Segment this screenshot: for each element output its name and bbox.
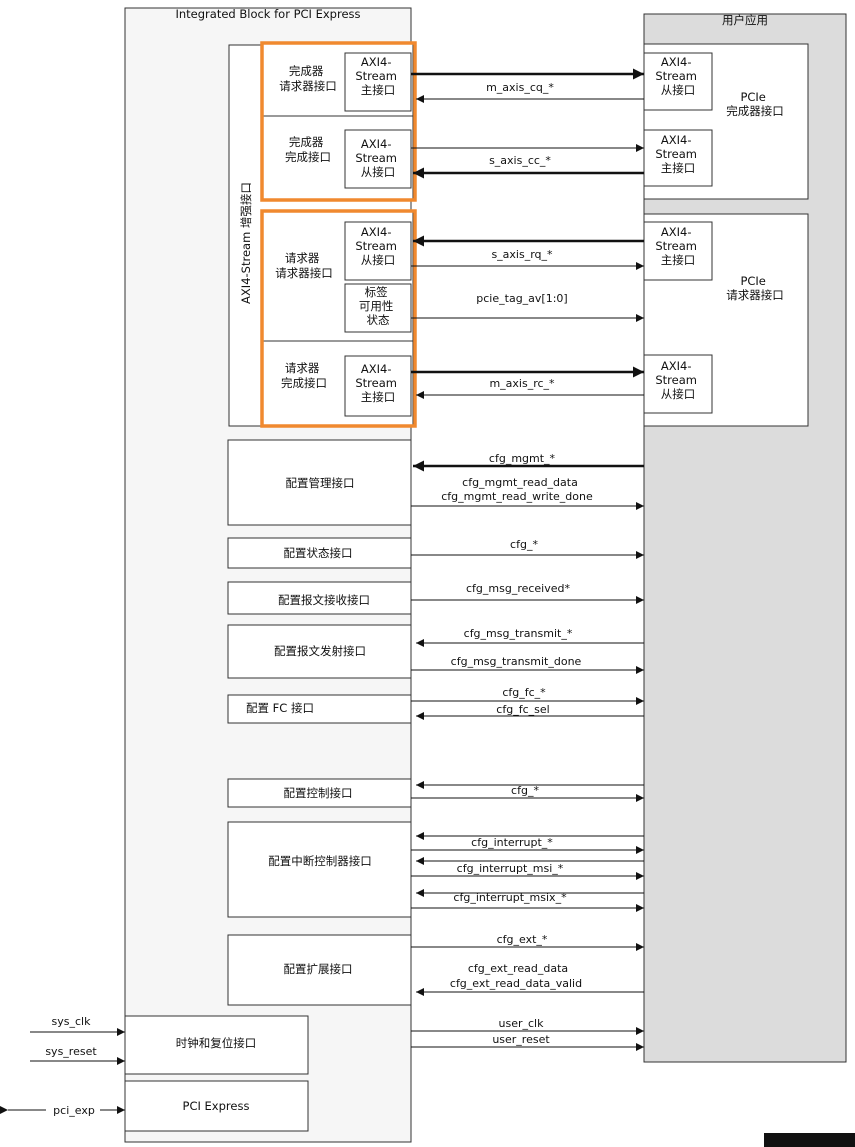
user-cc-axi-label: AXI4- Stream 主接口 (655, 133, 700, 175)
cfg-msg-send-block (227, 624, 412, 679)
user-cc-axi-master (643, 129, 713, 187)
corner-black-block (764, 1133, 855, 1147)
completer-highlight-frame (260, 41, 417, 202)
user-rc-axi-label: AXI4- Stream 从接口 (655, 359, 700, 401)
cfg-interrupt-label: 配置中断控制器接口 (268, 854, 372, 868)
cfg-mgmt-label: 配置管理接口 (286, 476, 355, 490)
user-cq-axi-label: AXI4- Stream 从接口 (655, 55, 700, 97)
requester-rq-axi-slave (344, 221, 412, 281)
cfg-interrupt-msix-label: cfg_interrupt_msix_* (453, 891, 567, 904)
cfg-ctrl-label: 配置控制接口 (284, 786, 353, 800)
m-axis-rc-label: m_axis_rc_* (489, 377, 555, 390)
completer-cq-axi-label: AXI4- Stream 主接口 (355, 55, 400, 97)
cfg-ext-read-data-label: cfg_ext_read_data (468, 962, 568, 975)
cfg-ext-read-data-valid-label: cfg_ext_read_data_valid (450, 977, 582, 990)
requester-rc-axi-label: AXI4- Stream 主接口 (355, 362, 400, 404)
cfg-msg-send-label: 配置报文发射接口 (274, 644, 366, 658)
requester-rc-axi-master (344, 355, 412, 417)
completer-cq-axi-master (344, 52, 412, 112)
cfg-fc-label: 配置 FC 接口 (246, 701, 314, 715)
cfg-interrupt-signal-label: cfg_interrupt_* (471, 836, 553, 849)
user-reset-label: user_reset (492, 1033, 550, 1046)
cfg-fc-signal-label: cfg_fc_* (502, 686, 546, 699)
cfg-msg-received-label: cfg_msg_received* (466, 582, 571, 595)
tag-availability-status-label: 标签 可用性 状态 (359, 285, 397, 327)
sys-clk-label: sys_clk (52, 1015, 92, 1028)
requester-completion-if-label: 请求器 完成接口 (281, 361, 327, 390)
user-cq-axi-slave (643, 52, 713, 111)
cfg-msg-recv-block (227, 581, 412, 615)
cfg-status-signal-label: cfg_* (510, 538, 538, 551)
cfg-mgmt-signal-label: cfg_mgmt_* (489, 452, 556, 465)
cfg-ctrl-signal-label: cfg_* (511, 784, 539, 797)
user-pcie-requester-label: PCIe 请求器接口 (726, 274, 784, 302)
user-pcie-completer-label: PCIe 完成器接口 (726, 90, 784, 118)
integrated-block-title: Integrated Block for PCI Express (175, 7, 360, 21)
completer-completion-if-label: 完成器 完成接口 (285, 135, 331, 164)
clock-reset-block (124, 1015, 309, 1075)
cfg-mgmt-read-data-label: cfg_mgmt_read_data (462, 476, 578, 489)
cfg-interrupt-msi-label: cfg_interrupt_msi_* (457, 862, 564, 875)
cfg-ext-label: 配置扩展接口 (284, 962, 353, 976)
pci-express-block (124, 1080, 309, 1132)
cfg-ext-block (227, 934, 412, 1006)
requester-rq-axi-label: AXI4- Stream 从接口 (355, 225, 400, 267)
cfg-ctrl-block (227, 778, 412, 808)
cfg-mgmt-block (227, 439, 412, 526)
user-rq-axi-label: AXI4- Stream 主接口 (655, 225, 700, 267)
cfg-status-block (227, 537, 412, 569)
cfg-mgmt-read-write-done-label: cfg_mgmt_read_write_done (441, 490, 593, 503)
cfg-status-label: 配置状态接口 (284, 546, 353, 560)
sys-reset-label: sys_reset (45, 1045, 97, 1058)
user-clk-label: user_clk (499, 1017, 545, 1030)
cfg-msg-transmit-label: cfg_msg_transmit_* (464, 627, 573, 640)
cfg-fc-sel-label: cfg_fc_sel (496, 703, 549, 716)
s-axis-rq-label: s_axis_rq_* (491, 248, 553, 261)
s-axis-cc-label: s_axis_cc_* (489, 154, 551, 167)
pci-express-label: PCI Express (183, 1099, 250, 1113)
completer-cc-axi-label: AXI4- Stream 从接口 (355, 137, 400, 179)
m-axis-cq-label: m_axis_cq_* (486, 81, 554, 94)
pci-exp-label: pci_exp (53, 1104, 95, 1117)
tag-availability-status (344, 283, 412, 333)
user-rq-axi-master (643, 221, 713, 281)
completer-requester-if-label: 完成器 请求器接口 (279, 64, 337, 93)
cfg-fc-block (227, 694, 412, 724)
completer-cc-axi-slave (344, 129, 412, 189)
clock-reset-label: 时钟和复位接口 (176, 1036, 257, 1050)
pcie-tag-av-label: pcie_tag_av[1:0] (476, 292, 567, 305)
cfg-msg-recv-label: 配置报文接收接口 (278, 593, 370, 607)
requester-requester-if-label: 请求器 请求器接口 (275, 251, 333, 280)
axi-enhanced-label: AXI4-Stream 增强接口 (239, 182, 253, 304)
cfg-msg-transmit-done-label: cfg_msg_transmit_done (451, 655, 582, 668)
user-rc-axi-slave (643, 354, 713, 414)
cfg-interrupt-block (227, 821, 412, 918)
user-application-title: 用户应用 (722, 13, 768, 27)
cfg-ext-signal-label: cfg_ext_* (497, 933, 548, 946)
